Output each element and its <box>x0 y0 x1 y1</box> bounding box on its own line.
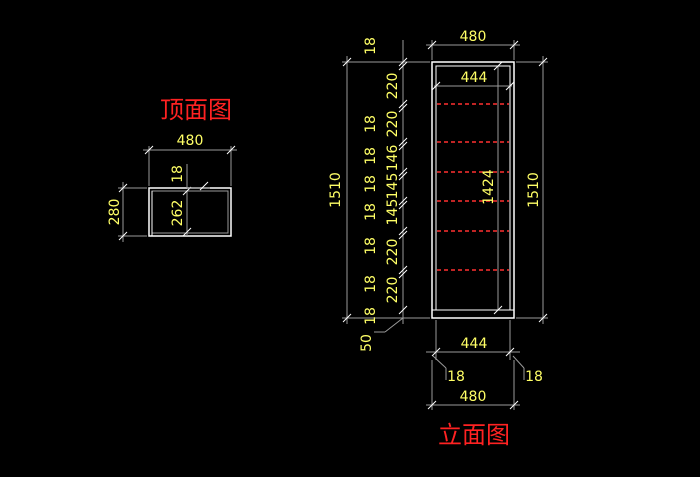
front-plinth-dimension: 50 <box>359 317 404 352</box>
front-inner-width-top-dimension: 444 <box>431 70 515 91</box>
height-chain-label: 220 <box>385 239 401 266</box>
height-chain-label: 145 <box>385 173 401 200</box>
height-chain-tick <box>398 200 408 210</box>
height-chain-tick <box>398 137 408 147</box>
height-chain-tick <box>398 171 408 181</box>
top-depth-label: 280 <box>107 199 123 226</box>
front-top-width-label: 480 <box>460 29 487 45</box>
height-chain-tick <box>398 167 408 177</box>
height-chain-tick <box>398 196 408 206</box>
height-chain-label: 18 <box>363 237 379 255</box>
height-chain-tick <box>398 230 408 240</box>
height-chain-label: 220 <box>385 111 401 138</box>
height-chain-label: 220 <box>385 277 401 304</box>
front-inner-width-bottom-label: 444 <box>461 336 488 352</box>
height-chain-tick <box>398 57 408 67</box>
height-chain-label: 18 <box>363 275 379 293</box>
front-view: 480 444 1424 1510 <box>328 29 548 449</box>
height-chain: 18 220 18 220 18 146 18 145 18 145 18 220 18 220 18 <box>363 37 408 325</box>
front-plinth-label: 50 <box>359 334 375 352</box>
front-bottom-right-panel-label: 18 <box>525 369 543 385</box>
front-cabinet-outline <box>431 61 515 319</box>
height-chain-label: 18 <box>363 115 379 133</box>
height-chain-label: 18 <box>363 307 379 325</box>
shelf-group <box>437 103 509 271</box>
front-bottom-width-label: 480 <box>460 389 487 405</box>
front-inner-width-top-label: 444 <box>461 70 488 86</box>
front-total-height-left-dimension: 1510 <box>328 56 430 324</box>
front-total-height-left-label: 1510 <box>328 172 344 208</box>
top-depth-dimension: 280 <box>107 182 147 242</box>
top-inner-depth-label: 262 <box>170 200 186 227</box>
front-total-height-right-dimension: 1510 <box>516 56 548 324</box>
height-chain-label: 18 <box>363 203 379 221</box>
front-bottom-width-dimension: 480 <box>426 360 520 410</box>
height-chain-tick <box>398 61 408 71</box>
front-bottom-left-panel-label: 18 <box>447 369 465 385</box>
height-chain-label: 220 <box>385 73 401 100</box>
front-top-width-dimension: 480 <box>426 29 520 60</box>
top-width-label: 480 <box>177 133 204 149</box>
height-chain-tick <box>398 99 408 109</box>
height-chain-tick <box>398 226 408 236</box>
height-chain-tick <box>398 103 408 113</box>
front-total-height-right-label: 1510 <box>526 172 542 208</box>
height-chain-label: 146 <box>385 145 401 172</box>
height-chain-label: 18 <box>363 147 379 165</box>
top-view: 顶面图 480 280 262 <box>107 96 237 242</box>
height-chain-tick <box>398 269 408 279</box>
top-panel-dimension: 18 <box>170 164 210 191</box>
front-inner-height-dimension: 1424 <box>481 61 503 315</box>
top-view-title: 顶面图 <box>160 96 232 124</box>
height-chain-tick <box>398 265 408 275</box>
height-chain-label: 18 <box>363 175 379 193</box>
top-width-dimension: 480 <box>143 133 237 186</box>
front-view-title: 立面图 <box>438 421 510 449</box>
height-chain-tick <box>398 141 408 151</box>
height-chain-label: 145 <box>385 199 401 226</box>
height-chain-label: 18 <box>363 37 379 55</box>
top-panel-label: 18 <box>170 165 186 183</box>
front-inner-height-label: 1424 <box>481 169 497 205</box>
front-bottom-panel-dimensions: 18 18 <box>432 355 543 385</box>
front-inner-width-bottom-dimension: 444 <box>426 320 520 360</box>
height-chain-tick <box>398 305 408 315</box>
